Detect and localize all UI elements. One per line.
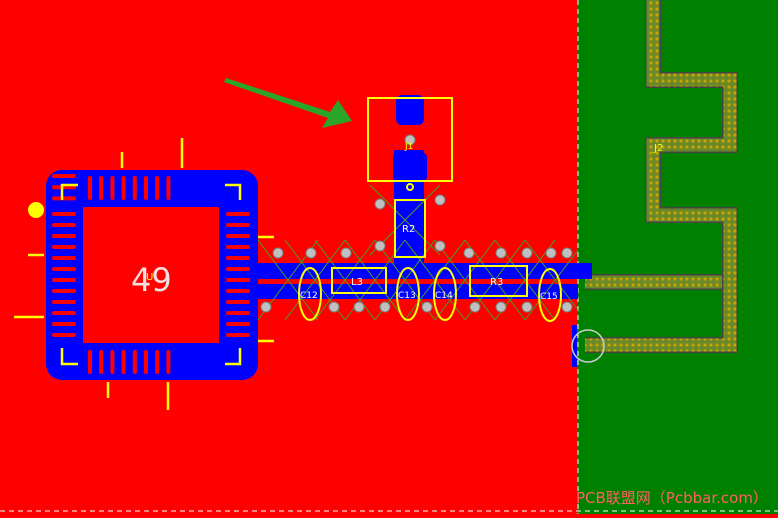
- antenna-meander-lower-fill: [585, 226, 737, 352]
- chip-pin: [166, 176, 171, 200]
- c12-outline: [298, 267, 322, 321]
- chip-pin: [226, 245, 250, 249]
- j1-pad-top: [396, 95, 424, 125]
- chip-pin: [52, 322, 76, 326]
- chip-pin: [52, 278, 76, 282]
- chip-pin: [52, 234, 76, 238]
- chip-pin: [52, 196, 76, 201]
- chip-pin: [52, 245, 76, 249]
- capacitor-c12[interactable]: C12: [298, 267, 322, 321]
- capacitor-c14[interactable]: C14: [433, 267, 457, 321]
- chip-body: [83, 207, 219, 343]
- capacitor-c15[interactable]: C15: [538, 268, 562, 322]
- chip-pin: [226, 311, 250, 315]
- chip-pin1-dot: [28, 202, 44, 218]
- qfn-chip-u[interactable]: 49 U: [14, 118, 274, 410]
- chip-designator: U: [146, 272, 153, 283]
- chip-pin: [110, 176, 115, 200]
- chip-pin: [110, 350, 115, 374]
- feed-marker: [572, 325, 577, 367]
- l3-designator: L3: [351, 277, 363, 288]
- chip-pin: [226, 278, 250, 282]
- chip-pin: [226, 289, 250, 293]
- chip-pin: [166, 350, 171, 374]
- chip-pin: [132, 350, 137, 374]
- chip-pin: [226, 234, 250, 238]
- chip-pin: [121, 176, 126, 200]
- chip-pin: [52, 223, 76, 227]
- chip-pin: [155, 350, 160, 374]
- chip-pin: [88, 350, 92, 374]
- j1-designator: J1: [404, 142, 413, 152]
- j1-pad-bottom: [393, 152, 427, 182]
- c15-outline: [538, 268, 562, 322]
- c14-designator: C14: [435, 291, 453, 301]
- chip-silkscreen-corners: [14, 138, 274, 410]
- chip-pin: [226, 212, 250, 216]
- chip-pins: [52, 118, 250, 374]
- feed-point-circle[interactable]: [571, 329, 605, 363]
- chip-pin: [226, 223, 250, 227]
- chip-pin: [52, 151, 76, 156]
- antenna-designator: J2: [653, 143, 663, 154]
- chip-pin: [121, 350, 126, 374]
- chip-pin: [52, 118, 76, 122]
- chip-pin: [132, 176, 137, 200]
- chip-pin: [52, 289, 76, 293]
- chip-pin: [88, 176, 92, 200]
- chip-pin: [144, 176, 148, 200]
- connector-j1[interactable]: J1: [367, 95, 453, 191]
- antenna-j2[interactable]: J2: [585, 0, 738, 353]
- c15-designator: C15: [540, 292, 558, 302]
- resistor-r2[interactable]: R2: [394, 199, 426, 258]
- c13-outline: [396, 267, 420, 321]
- chip-pin: [226, 267, 250, 271]
- chip-pin: [99, 350, 104, 374]
- r3-designator: R3: [490, 277, 503, 288]
- r2-designator: R2: [402, 224, 415, 235]
- via-group: [260, 134, 573, 313]
- chip-pin: [52, 256, 76, 260]
- rf-trace-ext: [578, 263, 592, 279]
- chip-pin: [155, 176, 160, 200]
- chip-pin: [226, 322, 250, 326]
- watermark-text: PCB联盟网（Pcbbar.com）: [576, 489, 768, 507]
- chip-pin-count: 49: [131, 261, 172, 299]
- j1-pin1-marker: [406, 183, 414, 191]
- chip-pin: [52, 162, 76, 167]
- chip-pin: [52, 267, 76, 271]
- inductor-l3[interactable]: L3: [331, 267, 387, 294]
- c13-designator: C13: [398, 291, 416, 301]
- chip-pin: [52, 311, 76, 315]
- chip-pin: [99, 176, 104, 200]
- chip-pin: [52, 333, 76, 337]
- j1-silkscreen: [367, 97, 453, 182]
- c12-designator: C12: [300, 291, 318, 301]
- chip-pin: [52, 129, 76, 134]
- chip-pin: [226, 333, 250, 337]
- chip-pin: [144, 350, 148, 374]
- chip-pin: [52, 300, 76, 304]
- chip-pin: [226, 256, 250, 260]
- capacitor-c13[interactable]: C13: [396, 267, 420, 321]
- r2-outline: [394, 199, 426, 258]
- annotation-arrow: [224, 78, 352, 128]
- c14-outline: [433, 267, 457, 321]
- chip-pin: [226, 300, 250, 304]
- chip-pin: [52, 174, 76, 178]
- resistor-r3[interactable]: R3: [469, 265, 528, 297]
- r3-outline: [469, 265, 528, 297]
- l3-outline: [331, 267, 387, 294]
- chip-pin: [52, 140, 76, 145]
- chip-pin: [52, 212, 76, 216]
